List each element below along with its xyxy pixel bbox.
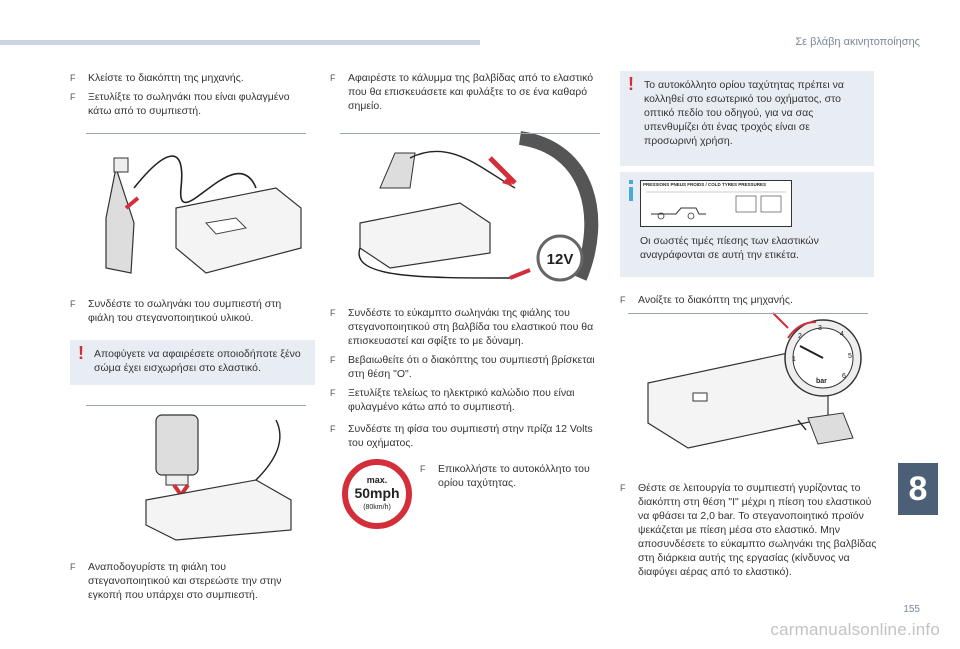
page-number: 155 bbox=[903, 604, 920, 615]
speed-sign-kmh: (80km/h) bbox=[363, 504, 391, 511]
warning-box: ! Αποφύγετε να αφαιρέσετε οποιοδήποτε ξέ… bbox=[70, 340, 315, 385]
bullet-marker: F bbox=[70, 562, 76, 572]
figure-valve-connection: 12V bbox=[340, 128, 605, 288]
bullet-marker: F bbox=[70, 92, 76, 102]
bullet-marker: F bbox=[70, 73, 76, 83]
speed-sign-max: max. bbox=[367, 475, 388, 485]
speed-sign-mph: 50mph bbox=[354, 485, 399, 501]
warning-icon: ! bbox=[628, 74, 634, 94]
bullet-marker: F bbox=[330, 388, 336, 398]
gauge-tick: 5 bbox=[848, 353, 852, 360]
bullet-marker: F bbox=[620, 295, 626, 305]
gauge-unit: bar bbox=[816, 378, 827, 385]
tyre-label-header: PRESSIONS PNEUS FROIDS / COLD TYRES PRES… bbox=[643, 182, 767, 187]
gauge-tick: 2 bbox=[798, 333, 802, 340]
bullet-marker: F bbox=[620, 483, 626, 493]
figure-compressor-hose bbox=[86, 128, 316, 283]
info-box-tyre-label: PRESSIONS PNEUS FROIDS / COLD TYRES PRES… bbox=[620, 172, 874, 277]
section-title: Σε βλάβη ακινητοποίησης bbox=[795, 36, 920, 48]
figure-bottle-inverted bbox=[86, 400, 316, 545]
gauge-tick: 1 bbox=[792, 356, 796, 363]
bullet-marker: F bbox=[70, 299, 76, 309]
bullet-marker: F bbox=[330, 424, 336, 434]
info-icon bbox=[628, 180, 634, 202]
gauge-tick: 3 bbox=[818, 325, 822, 332]
warning-icon: ! bbox=[78, 343, 84, 363]
bullet-marker: F bbox=[330, 73, 336, 83]
figure-compressor-gauge: 1 2 3 4 5 6 bar bbox=[628, 308, 873, 468]
socket-label: 12V bbox=[547, 251, 574, 268]
bullet-marker: F bbox=[330, 308, 336, 318]
watermark: carmanualsonline.info bbox=[770, 620, 940, 639]
tyre-pressure-label: PRESSIONS PNEUS FROIDS / COLD TYRES PRES… bbox=[640, 180, 792, 227]
chapter-tab: 8 bbox=[898, 463, 938, 515]
gauge-tick: 4 bbox=[840, 331, 844, 338]
speed-limit-sticker: max. 50mph (80km/h) bbox=[342, 459, 412, 529]
gauge-tick: 6 bbox=[842, 373, 846, 380]
bullet-marker: F bbox=[420, 464, 426, 474]
info-text: Οι σωστές τιμές πίεσης των ελαστικών ανα… bbox=[640, 235, 819, 261]
header-bar bbox=[0, 40, 480, 45]
warning-box-speed-sticker: ! Το αυτοκόλλητο ορίου ταχύτητας πρέπει … bbox=[620, 71, 874, 166]
bullet-marker: F bbox=[330, 355, 336, 365]
